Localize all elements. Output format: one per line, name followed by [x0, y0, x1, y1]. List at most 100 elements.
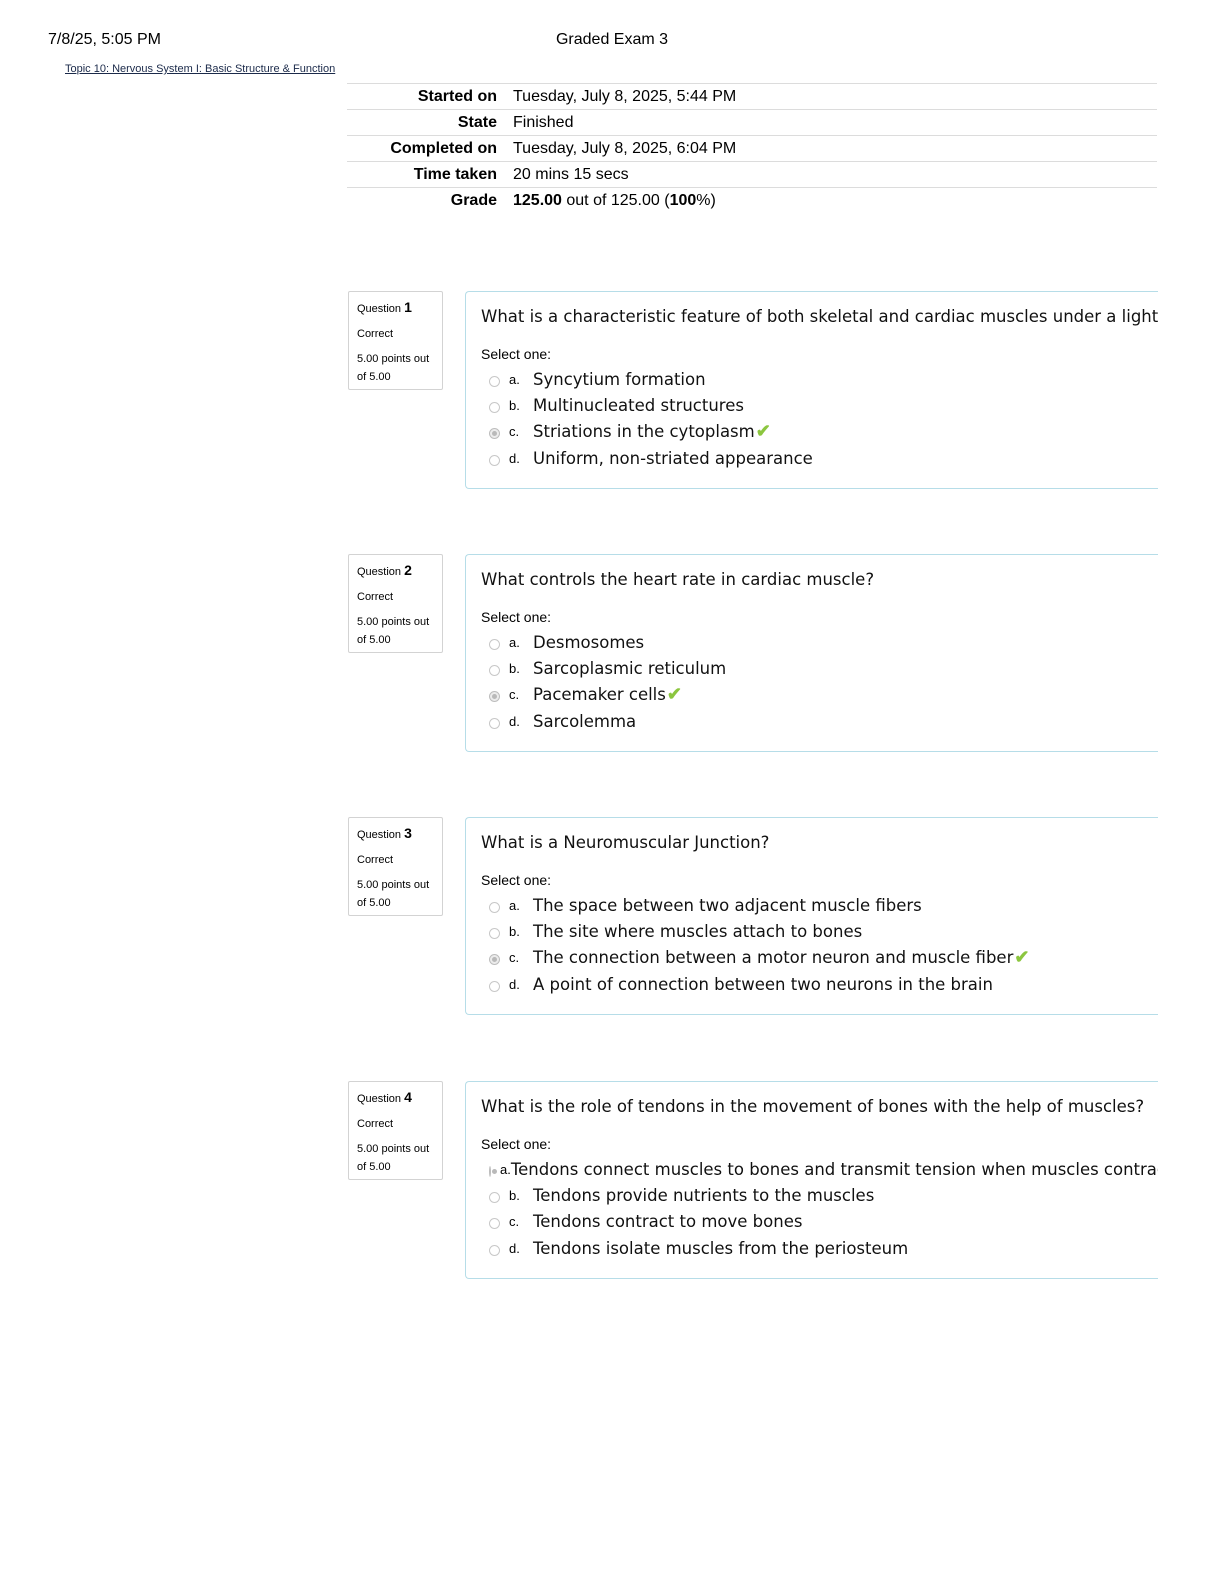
answer-option[interactable]: d.A point of connection between two neur…: [481, 971, 1158, 997]
question-number: 4: [404, 1089, 412, 1105]
answer-letter: a.: [509, 897, 520, 913]
question-status: Correct: [357, 1118, 394, 1130]
answer-option[interactable]: d.Tendons isolate muscles from the perio…: [481, 1235, 1158, 1261]
summary-row-state: State Finished: [347, 109, 1157, 136]
answer-option[interactable]: a.Tendons connect muscles to bones and t…: [481, 1156, 1158, 1182]
radio-button[interactable]: [489, 954, 500, 966]
radio-button[interactable]: [489, 1191, 500, 1203]
select-one-prompt: Select one:: [481, 346, 552, 362]
answer-letter: b.: [509, 397, 520, 413]
answer-option[interactable]: a. Syncytium formation: [481, 366, 1158, 392]
breadcrumb-link-topic[interactable]: Topic 10: Nervous System I: Basic Struct…: [65, 63, 336, 75]
answer-option[interactable]: d.Sarcolemma: [481, 708, 1158, 734]
select-one-prompt: Select one:: [481, 1136, 552, 1152]
question-number: 1: [404, 299, 412, 315]
answer-list: a.Tendons connect muscles to bones and t…: [481, 1156, 1158, 1261]
answer-letter: b.: [509, 923, 520, 939]
question-heading: Question 2: [357, 561, 442, 581]
points-line: of 5.00: [357, 371, 391, 383]
summary-row-grade: Grade 125.00 out of 125.00 (100%): [347, 187, 1157, 214]
radio-button[interactable]: [489, 980, 500, 992]
answer-letter: c.: [509, 687, 520, 703]
answer-letter: a.: [509, 634, 520, 650]
radio-button[interactable]: [489, 454, 500, 466]
question-number: 2: [404, 562, 412, 578]
answer-list: a. The space between two adjacent muscle …: [481, 892, 1158, 997]
question-content: What is a characteristic feature of both…: [465, 291, 1158, 489]
answer-letter: b.: [509, 660, 520, 676]
summary-value: Tuesday, July 8, 2025, 5:44 PM: [513, 87, 737, 105]
question-text: What controls the heart rate in cardiac …: [481, 570, 875, 589]
checkmark-icon: ✔: [1014, 947, 1030, 968]
answer-option[interactable]: b.The site where muscles attach to bones: [481, 918, 1158, 944]
answer-option[interactable]: c. Pacemaker cells✔: [481, 682, 1158, 708]
answer-text: Tendons connect muscles to bones and tra…: [510, 1159, 1158, 1179]
answer-letter: d.: [509, 976, 520, 992]
answer-option[interactable]: b. Sarcoplasmic reticulum: [481, 655, 1158, 681]
question-heading: Question 1: [357, 298, 442, 318]
question-label: Question: [357, 1093, 402, 1105]
radio-button[interactable]: [489, 927, 500, 939]
answer-option[interactable]: d.Uniform, non-striated appearance: [481, 445, 1158, 471]
answer-letter: c.: [509, 424, 520, 440]
answer-option[interactable]: a. The space between two adjacent muscle …: [481, 892, 1158, 918]
radio-button[interactable]: [489, 1244, 500, 1256]
radio-button[interactable]: [489, 638, 500, 650]
radio-button[interactable]: [489, 664, 500, 676]
summary-value: 20 mins 15 secs: [513, 165, 629, 183]
radio-button[interactable]: [489, 401, 500, 413]
answer-option[interactable]: c.Tendons contract to move bones: [481, 1209, 1158, 1235]
answer-letter: d.: [509, 450, 520, 466]
summary-value: Tuesday, July 8, 2025, 6:04 PM: [513, 139, 737, 157]
points-line: 5.00 points out: [357, 879, 430, 891]
radio-button[interactable]: [489, 1165, 497, 1177]
select-one-prompt: Select one:: [481, 609, 552, 625]
answer-text: Striations in the cytoplasm: [533, 422, 755, 442]
radio-button[interactable]: [489, 1218, 500, 1230]
answer-text: Pacemaker cells: [533, 685, 666, 705]
question-text: What is a Neuromuscular Junction?: [481, 833, 770, 852]
answer-letter: c.: [509, 950, 520, 966]
answer-option[interactable]: b.Multinucleated structures: [481, 392, 1158, 418]
grade-out-of: out of 125.00 (: [561, 191, 670, 209]
radio-button[interactable]: [489, 691, 500, 703]
points-line: of 5.00: [357, 634, 391, 646]
answer-option[interactable]: c.The connection between a motor neuron …: [481, 945, 1158, 971]
question-status: Correct: [357, 591, 394, 603]
answer-text: Tendons provide nutrients to the muscles: [533, 1185, 875, 1205]
answer-option[interactable]: a. Desmosomes: [481, 629, 1158, 655]
grade-percent: 100: [669, 191, 697, 209]
summary-row-time: Time taken 20 mins 15 secs: [347, 161, 1157, 188]
summary-row-completed: Completed on Tuesday, July 8, 2025, 6:04…: [347, 135, 1157, 162]
answer-text: Syncytium formation: [533, 369, 706, 389]
answer-text: Desmosomes: [533, 632, 645, 652]
checkmark-icon: ✔: [666, 684, 682, 705]
summary-label: Started on: [417, 87, 497, 105]
answer-letter: a.: [509, 371, 520, 387]
answer-option[interactable]: c.Striations in the cytoplasm✔: [481, 419, 1158, 445]
points-line: of 5.00: [357, 1161, 391, 1173]
question-text: What is a characteristic feature of both…: [481, 307, 1158, 326]
radio-button[interactable]: [489, 717, 500, 729]
question-content: What is a Neuromuscular Junction?Select …: [465, 817, 1158, 1015]
answer-letter: d.: [509, 713, 520, 729]
print-header: 7/8/25, 5:05 PM Graded Exam 3: [48, 31, 1176, 51]
radio-button[interactable]: [489, 901, 500, 913]
grade-points: 125.00: [513, 191, 562, 209]
answer-text: Sarcoplasmic reticulum: [533, 658, 727, 678]
summary-label: State: [457, 113, 497, 131]
answer-text: The space between two adjacent muscle fi…: [533, 895, 922, 915]
question-status: Correct: [357, 854, 394, 866]
radio-button[interactable]: [489, 428, 500, 440]
radio-button[interactable]: [489, 375, 500, 387]
answer-option[interactable]: b.Tendons provide nutrients to the muscl…: [481, 1182, 1158, 1208]
question-heading: Question 3: [357, 824, 442, 844]
summary-value: Finished: [513, 113, 574, 131]
attempt-summary-table: Started on Tuesday, July 8, 2025, 5:44 P…: [347, 83, 1157, 213]
grade-percent-suffix: %): [696, 191, 716, 209]
